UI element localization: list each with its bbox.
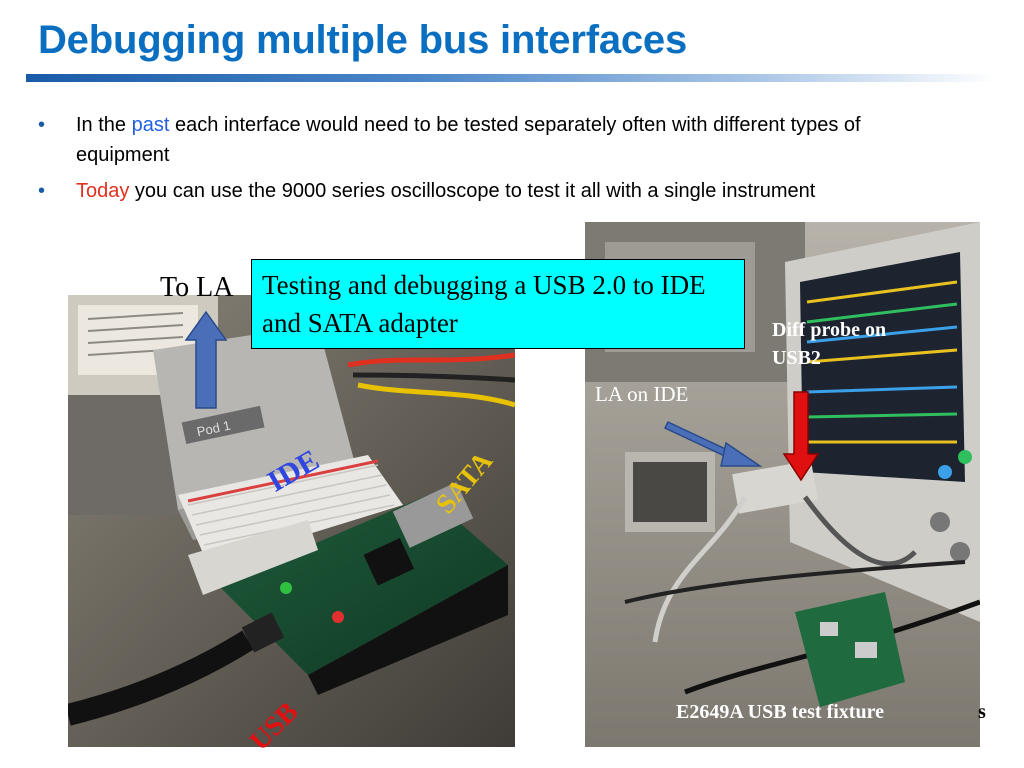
bullet-icon: • [38,180,46,202]
bullet-text-post: you can use the 9000 series oscilloscope… [129,180,816,202]
bullet-item: • Today you can use the 9000 series osci… [38,176,898,206]
pod-label: Pod 1 [195,418,231,440]
to-la-arrow [184,310,228,409]
diff-probe-label: Diff probe on USB2 [772,319,887,369]
callout-box: Testing and debugging a USB 2.0 to IDE a… [251,259,745,349]
bullet-text-pre: In the [76,114,132,136]
bullet-list: • In the past each interface would need … [38,110,898,212]
la-on-ide-label: LA on IDE [595,382,689,406]
bullet-highlight: Today [76,180,130,202]
fixture-label: E2649A USB test fixture [676,701,884,723]
bullet-icon: • [38,114,46,136]
fixture-label-overflow: s [978,701,986,723]
slide-title: Debugging multiple bus interfaces [38,18,688,62]
bullet-highlight: past [131,114,170,136]
diff-probe-arrow [782,391,820,482]
title-underline [26,74,996,82]
to-la-label: To LA [160,272,234,303]
bullet-text-post: each interface would need to be tested s… [76,114,861,166]
bullet-item: • In the past each interface would need … [38,110,898,170]
la-on-ide-arrow [663,421,763,467]
